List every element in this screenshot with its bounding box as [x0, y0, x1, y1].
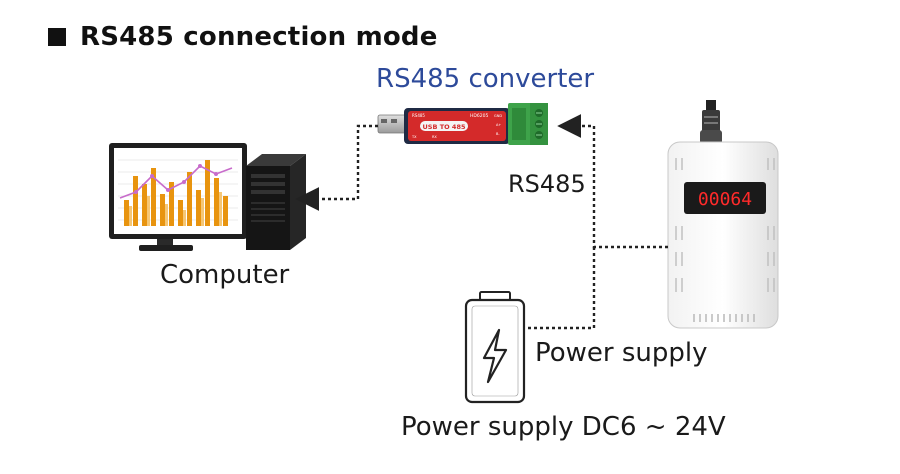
power-line	[526, 247, 596, 330]
converter-a-text: A+	[496, 123, 501, 127]
power-supply-dc-label: Power supply DC6 ~ 24V	[401, 412, 726, 442]
converter-b-text: B-	[496, 132, 500, 136]
converter-label: RS485 converter	[376, 64, 595, 94]
battery-icon	[464, 291, 526, 404]
sensor-display: 00064	[698, 189, 752, 210]
converter-rx-text: RX	[432, 135, 437, 139]
converter-tx-text: TX	[411, 135, 417, 139]
converter-gnd-text: GND	[494, 114, 502, 118]
section-title: RS485 connection mode	[48, 22, 438, 52]
lightning-icon	[482, 328, 508, 384]
converter-main-text: USB TO 485	[423, 123, 466, 131]
sensor-device: 00064	[667, 100, 779, 329]
screen-chart	[118, 159, 238, 226]
pc-tower	[246, 154, 306, 250]
computer-icon	[109, 143, 306, 251]
computer-label: Computer	[160, 260, 290, 290]
title-text: RS485 connection mode	[80, 22, 438, 52]
bullet-square	[48, 28, 66, 46]
rs485-label: RS485	[508, 170, 586, 198]
converter-model-text: HD6205	[470, 113, 488, 119]
connection-lines	[295, 114, 668, 330]
converter-to-computer-line	[295, 124, 378, 211]
sensor-to-converter-line	[557, 114, 668, 249]
power-supply-label: Power supply	[535, 338, 708, 368]
converter-device: USB TO 485 RS485 HD6205 GND A+ B- TX RX	[377, 103, 548, 145]
converter-brand-text: RS485	[412, 113, 425, 118]
terminal-block	[508, 103, 548, 145]
